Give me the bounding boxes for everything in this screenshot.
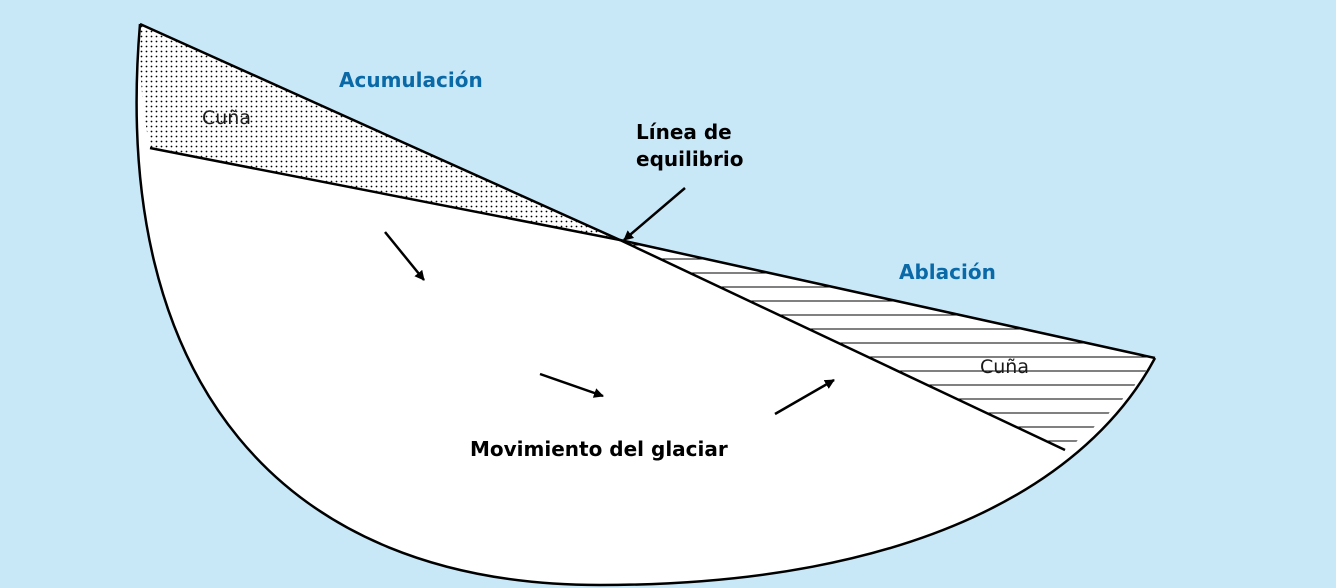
ablation-label: Ablación	[899, 260, 996, 284]
ablation-wedge	[620, 240, 1155, 450]
glacier-bed-line	[135, 23, 1157, 587]
lower-wedge-label: Cuña	[980, 356, 1029, 378]
movement-arrow-2	[539, 372, 604, 398]
lower-wedge-boundary	[619, 238, 1066, 452]
movement-arrow-1	[384, 231, 425, 281]
movement-arrow-3	[774, 378, 835, 416]
upper-wedge-label: Cuña	[202, 107, 251, 129]
equilibrium-line-label-line1: Línea de	[636, 120, 732, 144]
glacier-movement-label: Movimiento del glaciar	[470, 437, 728, 461]
upper-wedge-boundary	[149, 146, 621, 242]
equilibrium-line-label-line2: equilibrio	[636, 147, 743, 171]
accumulation-label: Acumulación	[339, 68, 483, 92]
equilibrium-pointer-arrow	[623, 187, 686, 241]
